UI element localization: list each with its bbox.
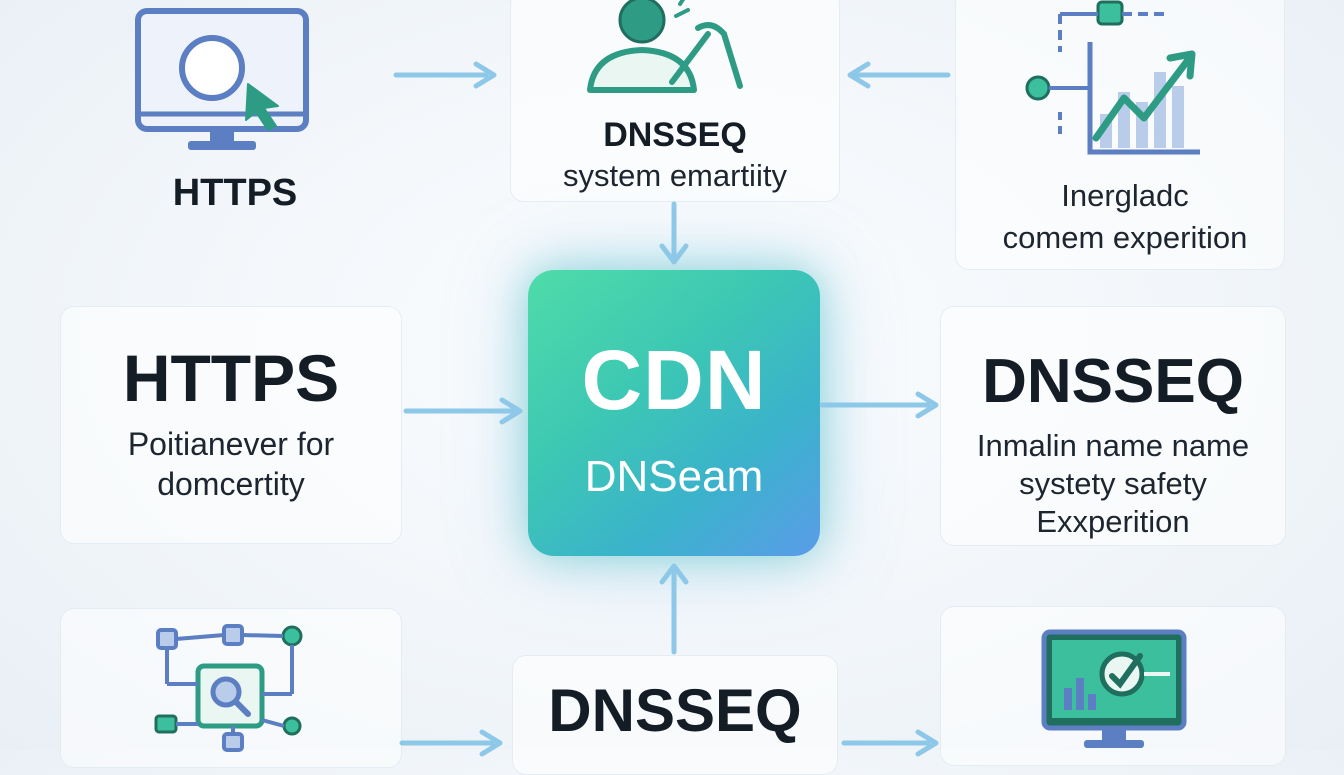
node-top-right-line2: comem experition	[1002, 220, 1248, 255]
node-bottom-center-title: DNSSEQ	[548, 677, 802, 744]
user-tool-icon	[587, 0, 743, 93]
monitor-analytics-icon	[1041, 629, 1187, 748]
network-search-icon	[154, 624, 303, 752]
card-mid-right	[940, 306, 1286, 546]
node-mid-right-line2: systety safety	[1019, 466, 1207, 501]
node-top-left-title: HTTPS	[172, 172, 298, 214]
card-top-center	[510, 0, 840, 202]
center-title: CDN	[581, 333, 767, 427]
node-mid-right-line3: Exxperition	[1036, 504, 1190, 539]
center-subtitle: DNSeam	[584, 452, 764, 501]
node-top-right-line1: Inergladc	[1061, 178, 1189, 213]
monitor-search-icon	[135, 8, 309, 150]
node-mid-right-line1: Inmalin name name	[976, 428, 1250, 463]
node-mid-left-line2: domcertity	[157, 466, 305, 502]
node-mid-right-title: DNSSEQ	[982, 347, 1244, 416]
arrow-center-to-mid-right	[819, 391, 939, 419]
node-mid-left-line1: Poitianever for	[127, 426, 335, 462]
arrow-top-right-to-top-center	[847, 61, 951, 89]
arrow-mid-left-to-center	[403, 397, 523, 425]
node-top-center-title: DNSSEQ	[603, 116, 747, 154]
node-top-center-desc: system emartiity	[563, 158, 787, 193]
arrow-top-left-to-top-center	[393, 61, 497, 89]
arrow-bottom-left-to-bottom-center	[399, 729, 503, 757]
arrow-bottom-center-to-center	[659, 563, 689, 655]
node-mid-left-title: HTTPS	[122, 341, 340, 415]
card-mid-left	[60, 306, 402, 544]
growth-chart-icon	[1025, 0, 1200, 155]
cdn-center-node	[528, 270, 820, 556]
arrow-bottom-center-to-bottom-right	[841, 729, 939, 757]
arrow-top-center-to-center	[659, 201, 689, 265]
